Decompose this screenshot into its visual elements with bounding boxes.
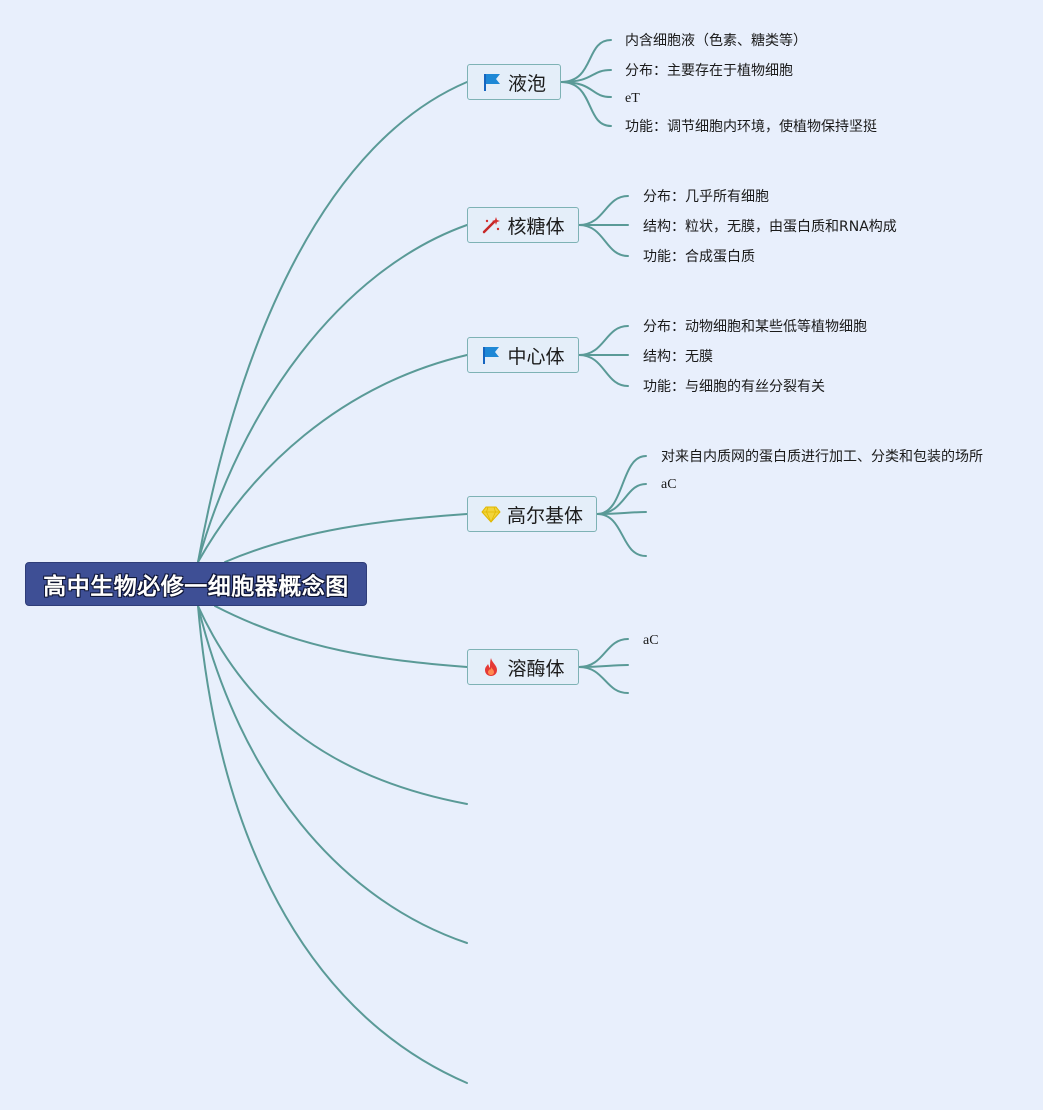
- diamond-icon: [481, 504, 501, 524]
- link-centrosome-leaf-3: [578, 354, 629, 387]
- link-centrosome-leaf-1: [578, 325, 629, 356]
- leaf-text[interactable]: 分布：主要存在于植物细胞: [625, 63, 793, 79]
- link-vacuole-leaf-3: [560, 81, 612, 98]
- topic-label: 核糖体: [507, 215, 565, 238]
- leaf-text[interactable]: aC: [643, 633, 659, 648]
- leaf-text[interactable]: 结构：无膜: [643, 349, 713, 365]
- topic-label: 液泡: [507, 72, 546, 95]
- link-vacuole-leaf-4: [560, 81, 612, 127]
- leaf-text[interactable]: 结构：粒状，无膜，由蛋白质和RNA构成: [643, 219, 897, 235]
- link-root-ribosome: [197, 224, 468, 563]
- topic-lysosome[interactable]: 溶酶体: [467, 649, 579, 685]
- link-vacuole-leaf-1: [560, 39, 612, 83]
- leaf-text[interactable]: 功能：与细胞的有丝分裂有关: [643, 379, 825, 395]
- link-lysosome-leaf-1: [578, 638, 629, 668]
- blue-flag-icon: [481, 345, 501, 365]
- link-root-golgi: [224, 513, 468, 563]
- link-root-vacuole: [197, 81, 468, 563]
- link-ribosome-leaf-3: [578, 224, 629, 257]
- root-topic[interactable]: 高中生物必修一细胞器概念图: [25, 562, 367, 606]
- leaf-text[interactable]: 对来自内质网的蛋白质进行加工、分类和包装的场所: [661, 449, 983, 465]
- link-ribosome-leaf-1: [578, 195, 629, 226]
- link-root-centrosome: [197, 354, 468, 563]
- leaf-text[interactable]: eT: [625, 91, 640, 106]
- magic-wand-icon: [481, 215, 501, 235]
- link-golgi-leaf-1: [596, 455, 647, 515]
- link-golgi-leaf-4: [596, 513, 647, 557]
- topic-vacuole[interactable]: 液泡: [467, 64, 561, 100]
- leaf-text[interactable]: 功能：调节细胞内环境，使植物保持坚挺: [625, 119, 877, 135]
- fire-icon: [481, 657, 501, 677]
- link-root-empty-3: [197, 605, 468, 1084]
- link-root-empty-1: [197, 605, 468, 805]
- link-root-lysosome: [214, 605, 468, 668]
- leaf-text[interactable]: 分布：动物细胞和某些低等植物细胞: [643, 319, 867, 335]
- topic-label: 溶酶体: [507, 657, 565, 680]
- topic-centrosome[interactable]: 中心体: [467, 337, 579, 373]
- leaf-text[interactable]: 内含细胞液（色素、糖类等）: [625, 33, 807, 49]
- link-lysosome-leaf-3: [578, 666, 629, 694]
- topic-ribosome[interactable]: 核糖体: [467, 207, 579, 243]
- topic-golgi[interactable]: 高尔基体: [467, 496, 597, 532]
- blue-flag-icon: [482, 72, 502, 92]
- topic-label: 高尔基体: [506, 504, 583, 527]
- leaf-text[interactable]: 功能：合成蛋白质: [643, 249, 755, 265]
- topic-label: 中心体: [507, 345, 565, 368]
- leaf-text[interactable]: aC: [661, 477, 677, 492]
- link-root-empty-2: [197, 605, 468, 944]
- leaf-text[interactable]: 分布：几乎所有细胞: [643, 189, 769, 205]
